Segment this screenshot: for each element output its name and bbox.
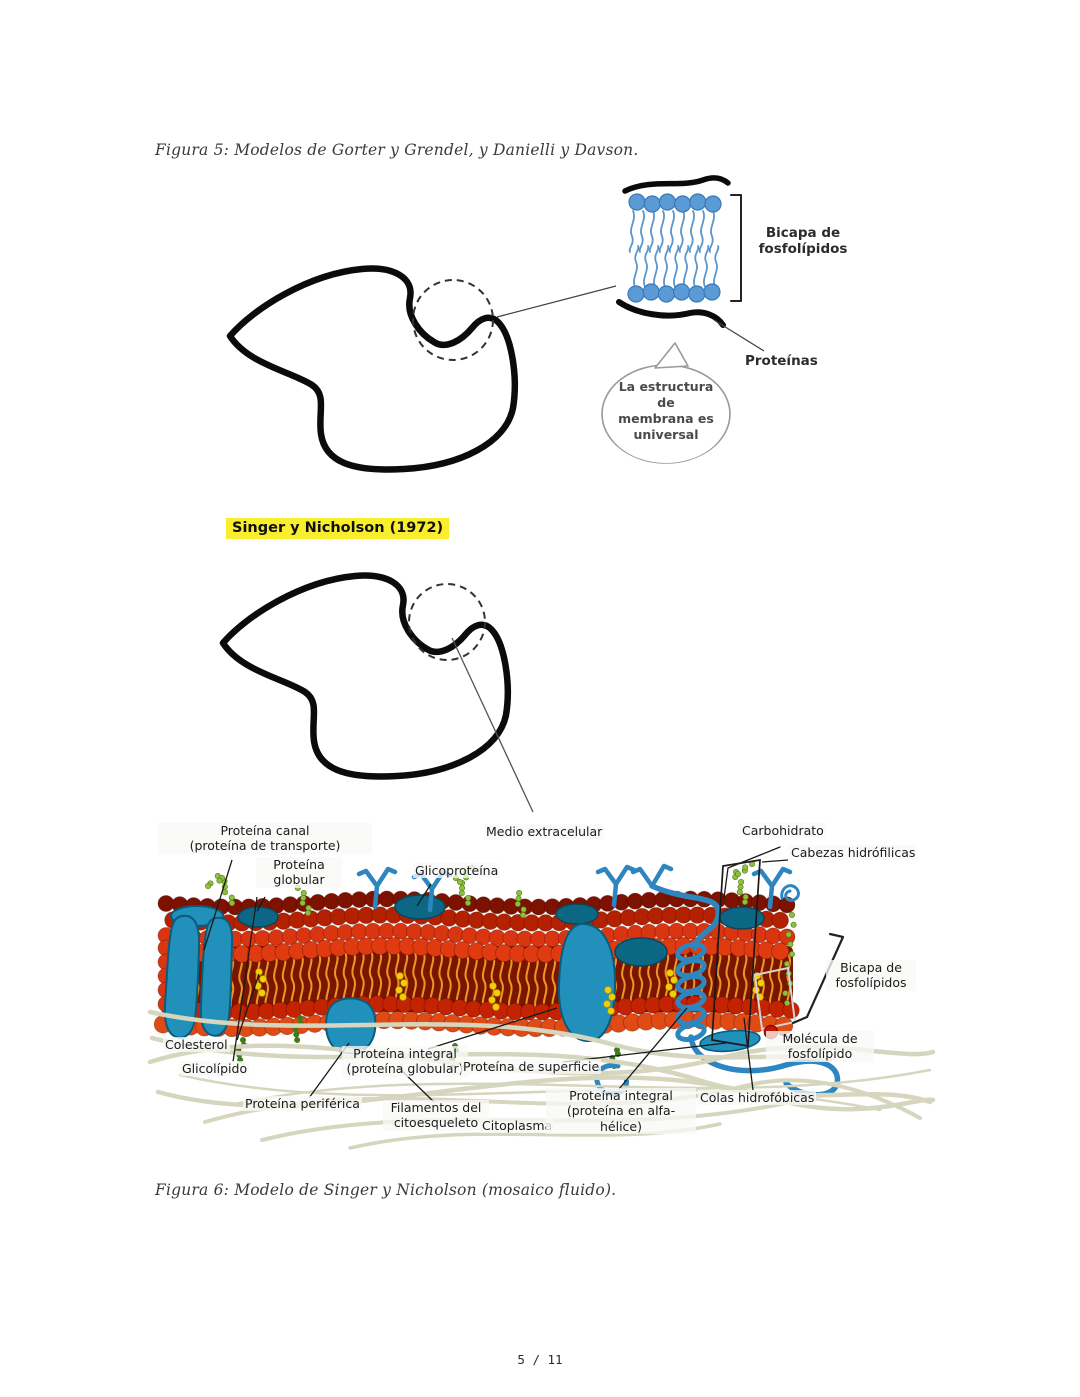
- bilayer-detail: [616, 175, 765, 352]
- cholesterol: [666, 969, 674, 977]
- speech-bubble: [601, 342, 731, 464]
- cholesterol: [396, 972, 404, 980]
- cholesterol: [608, 993, 616, 1001]
- label-proteina-globular: Proteína globular: [256, 857, 342, 888]
- label-carbohidrato: Carbohidrato: [740, 823, 826, 839]
- singer-cell-diagram: [219, 572, 534, 813]
- label-molecula-fosfolipido: Molécula de fosfolípido: [766, 1031, 874, 1062]
- cholesterol: [665, 983, 673, 991]
- cholesterol: [399, 993, 407, 1001]
- cholesterol: [492, 1003, 500, 1011]
- zoom-circle-2: [408, 583, 486, 661]
- figure6-caption: Figura 6: Modelo de Singer y Nicholson (…: [155, 1181, 617, 1199]
- page-number: 5 / 11: [517, 1352, 563, 1367]
- label-colas-hidrofobicas: Colas hidrofóbicas: [698, 1090, 817, 1106]
- label-proteina-canal: Proteína canal (proteína de transporte): [158, 823, 372, 854]
- zoom-circle-1: [412, 279, 494, 361]
- label-citoplasma: Citoplasma: [480, 1118, 555, 1134]
- cholesterol: [607, 1007, 615, 1015]
- glycoproteins: [356, 864, 800, 913]
- figure5-caption: Figura 5: Modelos de Gorter y Grendel, y…: [155, 141, 639, 159]
- figure5-diagram: [226, 265, 617, 473]
- cholesterol: [488, 996, 496, 1004]
- cholesterol: [395, 986, 403, 994]
- cholesterol: [489, 982, 497, 990]
- label-proteina-integral-alfa: Proteína integral (proteína en alfa-héli…: [546, 1088, 696, 1134]
- cholesterol: [493, 989, 501, 997]
- label-proteina-periferica: Proteína periférica: [243, 1096, 362, 1112]
- membrane-diagram: [153, 860, 800, 1070]
- label-colesterol: Colesterol: [163, 1037, 230, 1053]
- speech-bubble-text: La estructura de membrana es universal: [618, 379, 714, 442]
- label-bicapa-fosfolipidos: Bicapa de fosfolípidos: [826, 960, 916, 991]
- cholesterol: [258, 989, 266, 997]
- cell-outline-2: [219, 572, 511, 780]
- figure5-bilayer-label: Bicapa de fosfolípidos: [758, 225, 848, 258]
- cholesterol: [259, 975, 267, 983]
- label-cabezas-hidrofilicas: Cabezas hidrófilicas: [789, 845, 918, 861]
- cholesterol: [604, 986, 612, 994]
- globular-protein: [237, 906, 279, 928]
- cholesterol: [670, 976, 678, 984]
- cell-outline-1: [226, 265, 518, 473]
- label-medio-extracelular: Medio extracelular: [484, 824, 605, 840]
- label-filamentos-citoesqueleto: Filamentos del citoesqueleto: [383, 1100, 489, 1131]
- globular-protein: [394, 894, 446, 920]
- cholesterol: [603, 1000, 611, 1008]
- figure5-proteins-label: Proteínas: [745, 353, 818, 369]
- cholesterol: [669, 990, 677, 998]
- globular-protein: [555, 903, 599, 925]
- singer-nicholson-highlight: Singer y Nicholson (1972): [226, 518, 450, 539]
- label-proteina-integral-globular: Proteína integral (proteína globular): [342, 1046, 468, 1077]
- label-glicoproteina: Glicoproteína: [413, 863, 501, 879]
- globular-protein: [614, 937, 668, 967]
- cholesterol: [400, 979, 408, 987]
- label-glicolipido: Glicolípido: [180, 1061, 250, 1077]
- cholesterol: [757, 979, 765, 987]
- label-proteina-superficie: Proteína de superficie: [461, 1059, 602, 1075]
